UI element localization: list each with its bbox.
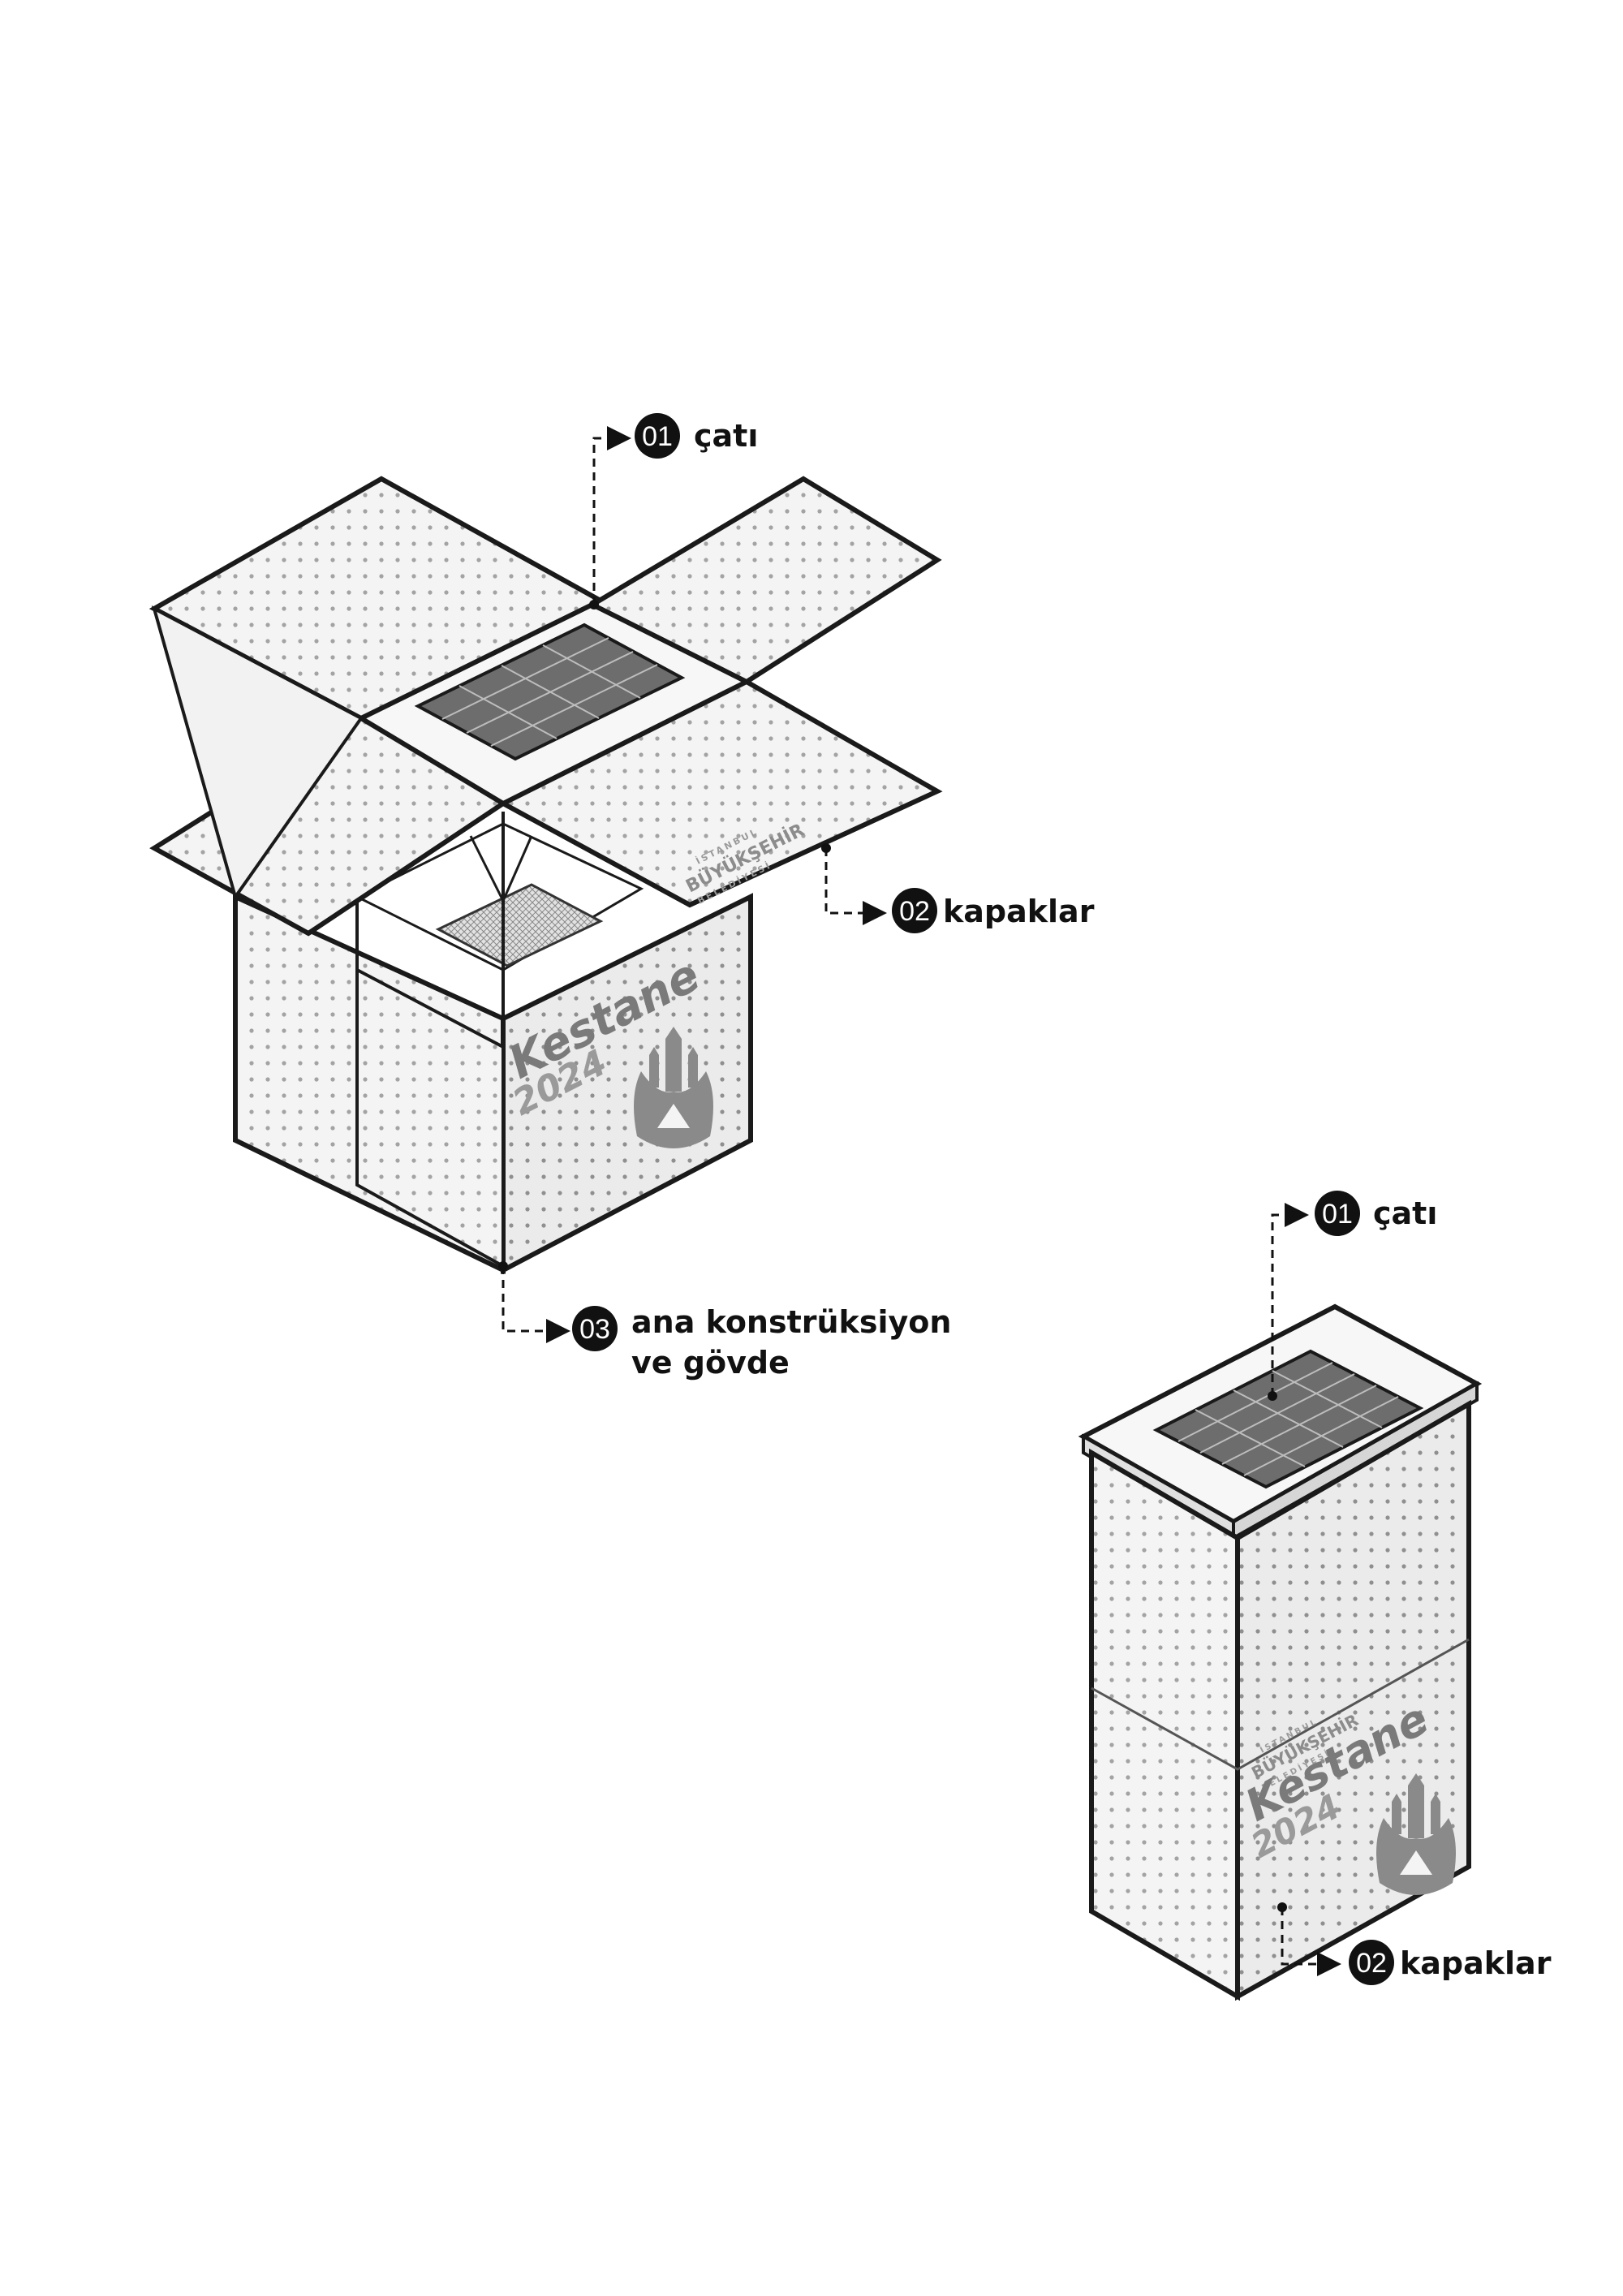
- callout-number: 02: [1356, 1948, 1387, 1979]
- callout-open-roof: 01 çatı: [635, 413, 758, 459]
- callout-number: 01: [1322, 1199, 1353, 1230]
- open-kiosk: İSTANBUL BÜYÜKŞEHİR BELEDİYESİ Kestane 2…: [149, 413, 1095, 1381]
- leader-open-body: [502, 1266, 570, 1343]
- closed-roof-rim-right: [1232, 1381, 1479, 1541]
- closed-body-left-face: [1089, 1448, 1240, 2001]
- callout-badge: [1349, 1940, 1394, 1985]
- closed-municipality-logo-icon: [1376, 1773, 1456, 1895]
- callout-closed-roof: 01 çatı: [1315, 1191, 1437, 1236]
- callout-number: 01: [642, 421, 673, 452]
- callout-label: kapaklar: [943, 894, 1095, 929]
- open-roof-solar-grid: [441, 637, 658, 747]
- callout-label-line1: ana konstrüksiyon: [631, 1304, 951, 1340]
- callout-number: 03: [579, 1314, 610, 1345]
- callout-badge: [572, 1306, 618, 1351]
- callout-label: kapaklar: [1400, 1945, 1552, 1981]
- callout-label: çatı: [1373, 1195, 1437, 1231]
- flap-side-glass: [151, 605, 364, 901]
- callout-badge: [1315, 1191, 1360, 1236]
- callout-badge: [892, 888, 937, 933]
- leader-open-roof: [592, 426, 631, 605]
- closed-flap-seam: [1091, 1638, 1470, 1771]
- open-body-interior: [354, 822, 644, 971]
- leader-closed-flaps: [1281, 1907, 1341, 1976]
- flap-back-right: [587, 476, 942, 685]
- interior-grill: [435, 883, 604, 967]
- callout-closed-flaps: 02 kapaklar: [1349, 1940, 1552, 1985]
- callout-label-line2: ve gövde: [631, 1345, 790, 1381]
- callout-badge: [635, 413, 680, 459]
- closed-kiosk: İSTANBUL BÜYÜKŞEHİR BELEDİYESİ Kestane 2…: [1078, 1191, 1552, 2001]
- flap-front-right: [497, 678, 943, 908]
- open-municipality-logo-icon: [634, 1027, 713, 1148]
- callout-open-body: 03 ana konstrüksiyon ve gövde: [572, 1304, 951, 1381]
- callout-open-flaps: 02 kapaklar: [892, 888, 1095, 933]
- callout-number: 02: [899, 896, 930, 927]
- callout-label: çatı: [694, 418, 758, 454]
- leader-open-flaps: [824, 848, 887, 925]
- closed-roof-solar-grid: [1177, 1362, 1399, 1476]
- leader-closed-roof: [1271, 1203, 1309, 1396]
